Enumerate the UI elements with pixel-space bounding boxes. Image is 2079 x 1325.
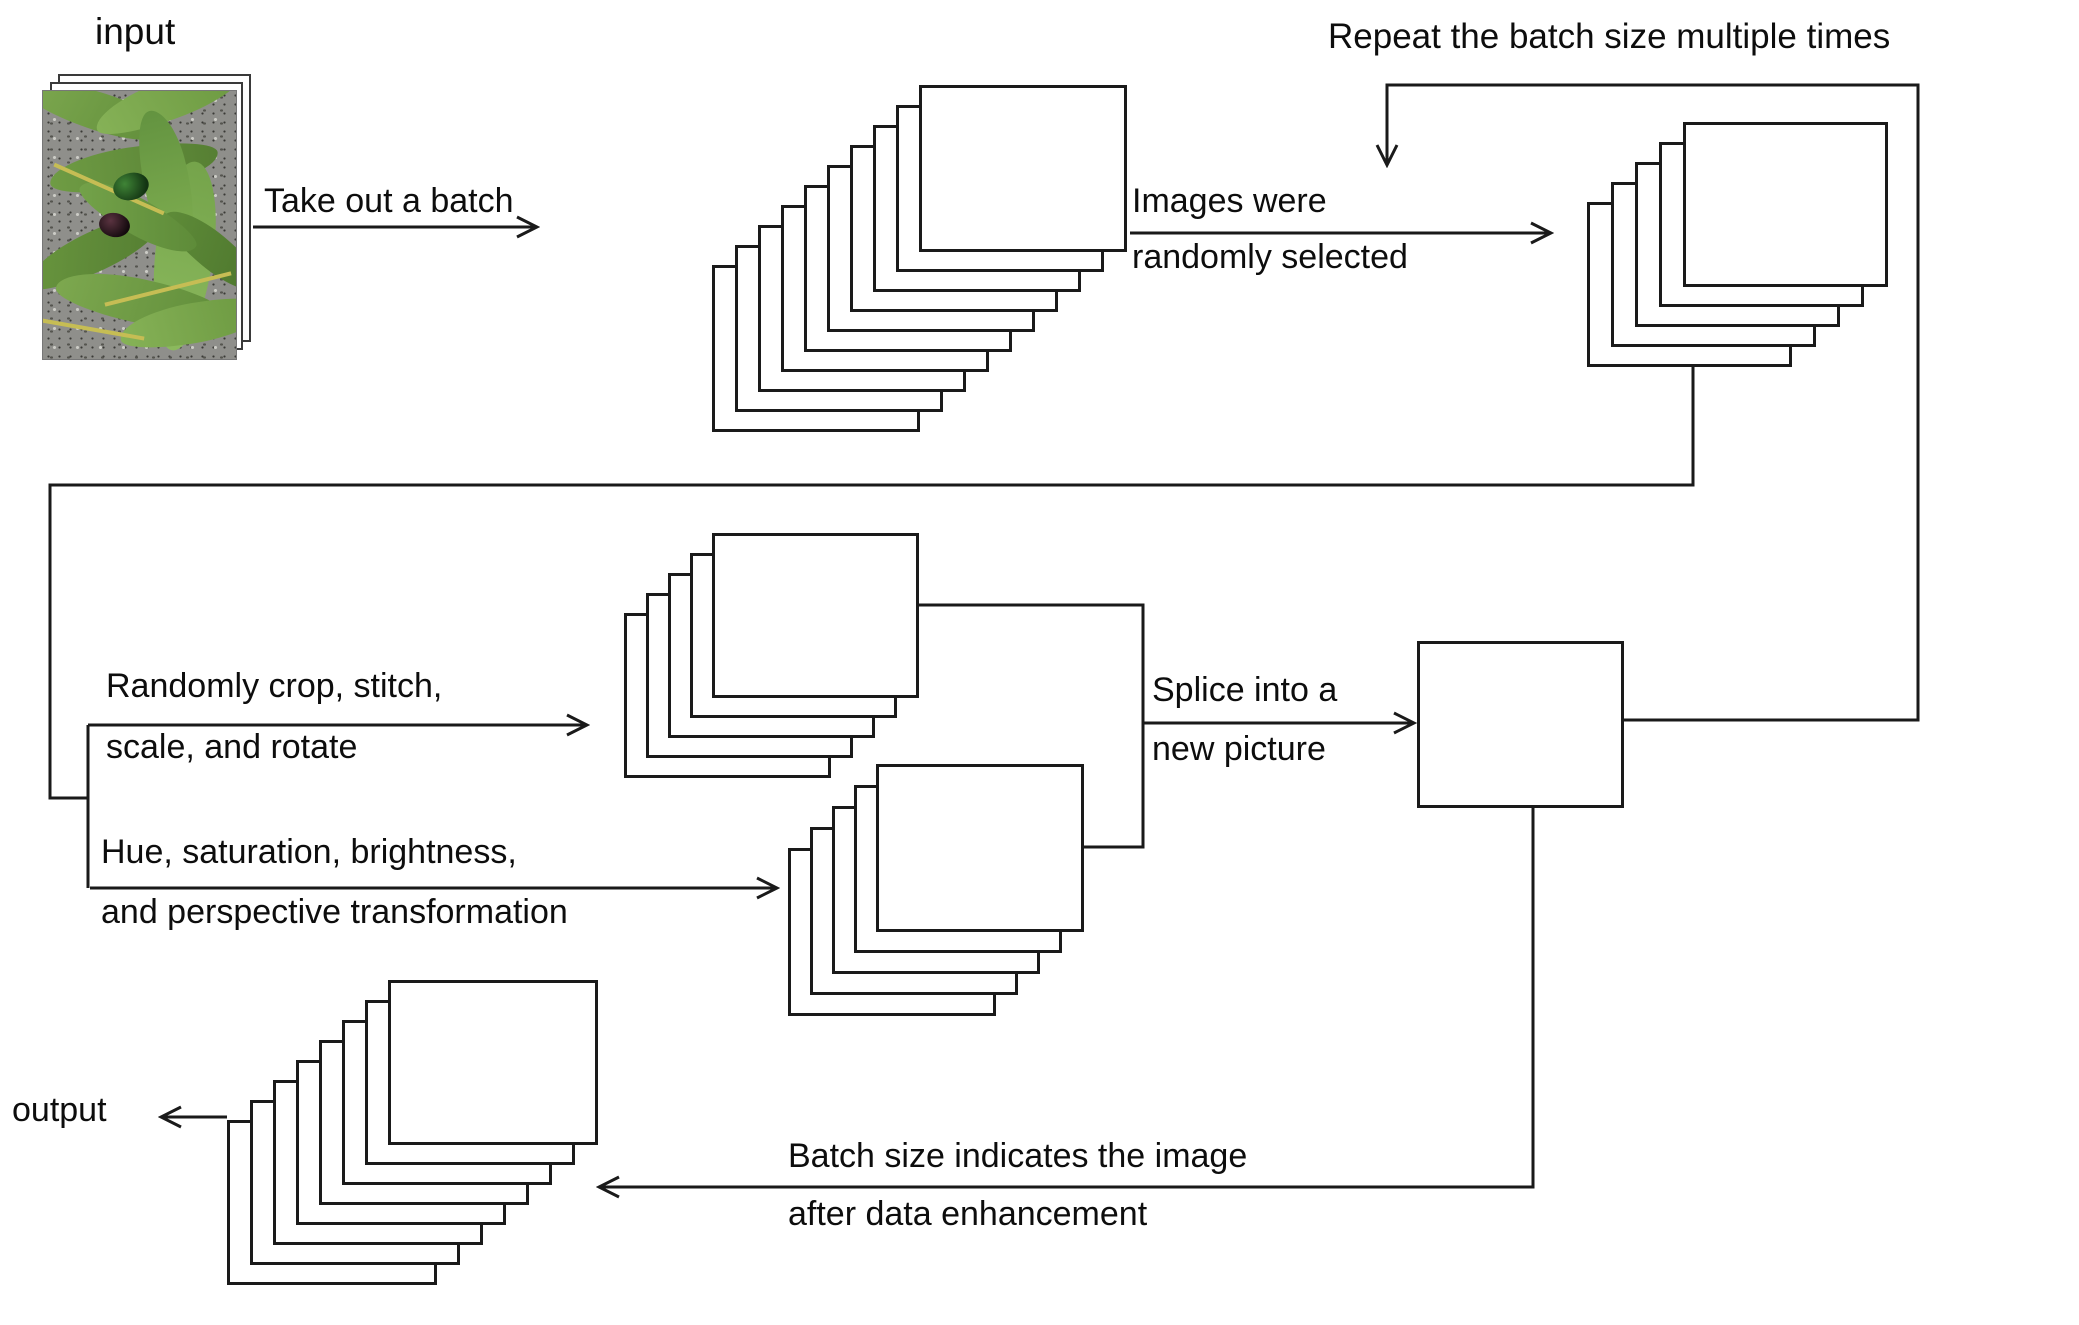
images-selected-label-line1: Images were: [1132, 182, 1327, 220]
hue-transform-label-line1: Hue, saturation, brightness,: [101, 833, 517, 871]
splice-label-line2: new picture: [1152, 730, 1326, 768]
stack-layer: [876, 764, 1084, 932]
images-selected-label-line2: randomly selected: [1132, 238, 1408, 276]
new-picture-box: [1417, 641, 1624, 808]
input-label: input: [95, 11, 176, 52]
splice-label-line1: Splice into a: [1152, 671, 1338, 709]
stack-layer: [712, 533, 919, 698]
random-crop-label-line1: Randomly crop, stitch,: [106, 667, 443, 705]
hue-transform-label-line2: and perspective transformation: [101, 893, 568, 931]
batch-size-label-line2: after data enhancement: [788, 1195, 1148, 1233]
random-crop-label-line2: scale, and rotate: [106, 728, 358, 766]
stack-layer: [388, 980, 598, 1145]
repeat-batch-label: Repeat the batch size multiple times: [1328, 17, 1891, 56]
take-out-batch-label: Take out a batch: [264, 182, 514, 220]
batch-size-label-line1: Batch size indicates the image: [788, 1137, 1248, 1175]
stack-layer: [919, 85, 1127, 252]
bamboo-leaves-with-beetles-photo: [42, 90, 237, 360]
output-label: output: [12, 1091, 107, 1129]
stack-layer: [1683, 122, 1888, 287]
